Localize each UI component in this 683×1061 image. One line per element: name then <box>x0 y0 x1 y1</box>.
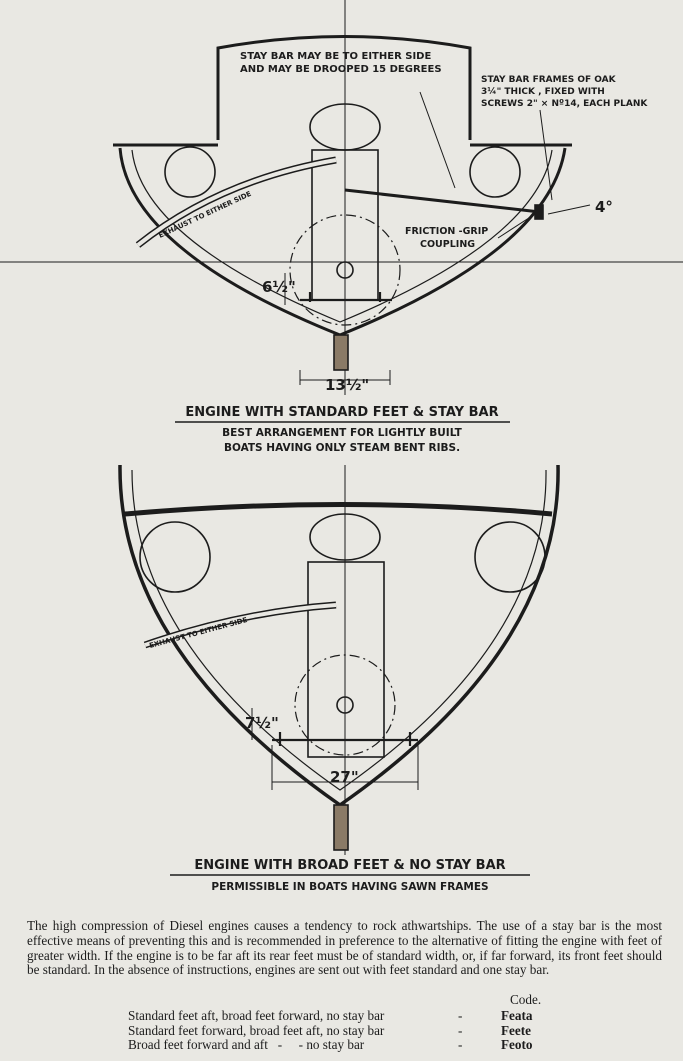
code-value: Feata <box>501 1008 533 1023</box>
hull-inner <box>131 469 547 791</box>
code-dash: - <box>458 1037 463 1052</box>
note-stay-bar-1: STAY BAR MAY BE TO EITHER SIDE <box>240 51 431 62</box>
note-frames-1: STAY BAR FRAMES OF OAK <box>481 75 617 85</box>
caption-bottom: ENGINE WITH BROAD FEET & NO STAY BAR <box>194 858 505 873</box>
crankshaft <box>336 261 354 279</box>
note-coupling-1: FRICTION -GRIP <box>405 226 488 237</box>
note-coupling-2: COUPLING <box>420 239 475 250</box>
hull-inner <box>131 149 553 323</box>
code-row: Standard feet forward, broad feet aft, n… <box>128 1022 533 1039</box>
code-value: Feoto <box>501 1037 533 1052</box>
exhaust-label-bottom: EXHAUST TO EITHER SIDE <box>148 616 248 650</box>
dim-width-bottom: 27" <box>330 768 359 786</box>
flywheel <box>289 214 401 326</box>
code-desc: Broad feet forward and aft - - no stay b… <box>128 1037 365 1052</box>
dim-height-top: 6½" <box>262 278 296 296</box>
code-value: Feete <box>501 1022 532 1038</box>
code-row: Broad feet forward and aft - - no stay b… <box>128 1037 533 1053</box>
hull <box>118 147 567 337</box>
code-desc: Standard feet aft, broad feet forward, n… <box>128 1008 385 1023</box>
deck-beam <box>124 502 553 517</box>
dim-height-bottom: 7½" <box>245 714 279 732</box>
code-table: Standard feet aft, broad feet forward, n… <box>128 1008 533 1053</box>
crankshaft <box>336 696 354 714</box>
bottom-boat-section <box>118 464 560 855</box>
fuel-tank-left <box>164 146 216 198</box>
top-boat-section <box>0 0 683 395</box>
dimension-lines <box>251 708 419 790</box>
engine-block <box>307 561 385 758</box>
engine-feet <box>300 292 392 302</box>
note-frames-3: SCREWS 2" × Nº14, EACH PLANK <box>481 99 648 109</box>
subcaption-top-1: BEST ARRANGEMENT FOR LIGHTLY BUILT <box>222 427 462 439</box>
caption-top: ENGINE WITH STANDARD FEET & STAY BAR <box>185 405 498 420</box>
note-frames-2: 3¼" THICK , FIXED WITH <box>481 86 605 97</box>
engine-feet <box>272 732 418 746</box>
dim-angle: 4° <box>595 198 613 216</box>
leader-lines <box>419 91 591 239</box>
flywheel <box>294 654 396 756</box>
explanatory-paragraph: The high compression of Diesel engines c… <box>27 918 662 978</box>
cabin <box>216 35 472 140</box>
code-desc: Standard feet forward, broad feet aft, n… <box>128 1022 385 1038</box>
friction-grip-coupling <box>534 204 544 220</box>
air-filter <box>309 513 381 561</box>
fuel-tank-left <box>139 521 211 593</box>
subcaption-bottom: PERMISSIBLE IN BOATS HAVING SAWN FRAMES <box>211 881 488 893</box>
keel <box>333 804 349 851</box>
dim-width-top: 13½" <box>325 376 369 394</box>
dimension-lines <box>284 273 391 385</box>
code-row: Standard feet aft, broad feet forward, n… <box>128 1008 533 1024</box>
stay-bar <box>344 188 541 214</box>
code-header: Code. <box>510 992 542 1007</box>
engine-installation-drawings: STAY BAR MAY BE TO EITHER SIDE AND MAY B… <box>0 0 683 893</box>
exhaust-label-top: EXHAUST TO EITHER SIDE <box>157 190 252 240</box>
note-stay-bar-2: AND MAY BE DROOPED 15 DEGREES <box>240 64 442 75</box>
keel <box>333 334 349 371</box>
fuel-tank-right <box>474 521 546 593</box>
fuel-tank-right <box>469 146 521 198</box>
code-dash: - <box>458 1022 463 1038</box>
subcaption-top-2: BOATS HAVING ONLY STEAM BENT RIBS. <box>224 442 460 454</box>
code-dash: - <box>458 1008 463 1023</box>
